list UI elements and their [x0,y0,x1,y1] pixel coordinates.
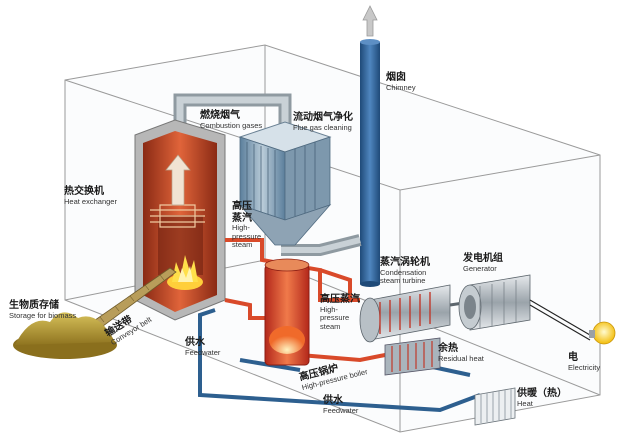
label-heat-exchanger: 热交换机 Heat exchanger [64,186,117,206]
hp-steam-1-en3: steam [232,240,253,250]
chimney-zh: 烟囱 [386,72,406,83]
chimney-en: Chimney [386,82,416,92]
electricity-en: Electricity [568,362,601,372]
combustion-gases-zh: 燃烧烟气 [200,110,240,121]
hp-steam-1-zh1: 高压 [232,201,252,212]
feedwater-1-zh: 供水 [185,337,205,348]
steam-turbine-zh: 蒸汽涡轮机 [380,257,430,268]
flue-gas-filter [238,121,332,246]
hp-steam-1-zh2: 蒸汽 [232,212,252,224]
heat-zh: 供暖（热） [517,388,567,399]
label-flue-gas-cleaning: 流动烟气净化 Flue gas cleaning [293,112,353,132]
flue-gas-cleaning-zh: 流动烟气净化 [293,112,353,123]
biomass-pile [13,312,117,359]
label-electricity: 电 Electricity [568,352,600,372]
power-cables [529,299,591,341]
label-high-pressure-steam-1: 高压 蒸汽 High- pressure steam [232,201,261,250]
feedwater-1-en: Feedwater [185,347,221,357]
hp-steam-2-zh: 高压蒸汽 [320,294,360,305]
label-high-pressure-steam-2: 高压蒸汽 High- pressure steam [320,294,360,331]
steam-turbine-en2: steam turbine [380,276,426,286]
generator-en: Generator [463,263,497,273]
fire [167,255,203,290]
hp-steam-2-en3: steam [320,321,341,331]
hp-steam-1-en1: High- [232,223,250,232]
steam-turbine-en1: Condensation [380,267,427,277]
label-steam-turbine: 蒸汽涡轮机 Condensation steam turbine [380,257,430,286]
combustion-gases-en: Combustion gases [200,120,263,130]
heat-exchanger-en: Heat exchanger [64,196,117,206]
label-combustion-gases: 燃烧烟气 Combustion gases [200,110,262,130]
electricity-zh: 电 [568,352,578,363]
label-residual-heat: 余热 Residual heat [438,343,484,363]
label-generator: 发电机组 Generator [463,253,503,273]
generator [458,274,531,331]
hp-steam-2-en2: pressure [320,313,350,323]
feedwater-2-en: Feedwater [323,405,359,415]
biomass-storage-zh: 生物质存储 [9,300,59,311]
residual-heat-exchanger [384,337,441,376]
label-feedwater-1: 供水 Feedwater [185,337,220,357]
high-pressure-boiler [264,258,310,366]
biomass-storage-en: Storage for biomass [9,310,77,320]
hp-steam-1-en2: pressure [232,231,262,241]
label-feedwater-2: 供水 Feedwater [323,395,358,415]
heat-en: Heat [517,398,533,408]
residual-heat-en: Residual heat [438,353,484,363]
hp-steam-2-en1: High- [320,304,338,314]
residual-heat-zh: 余热 [438,343,458,354]
chimney [360,5,380,287]
generator-zh: 发电机组 [463,253,503,264]
label-biomass-storage: 生物质存储 Storage for biomass [9,300,76,320]
flue-gas-cleaning-en: Flue gas cleaning [293,122,352,132]
heat-radiator [474,387,516,426]
light-bulb-icon [589,321,616,345]
heat-exchanger-zh: 热交换机 [64,186,104,197]
flue-duct [173,93,362,256]
label-heat: 供暖（热） Heat [517,388,567,408]
steam-turbine [359,284,471,343]
label-chimney: 烟囱 Chimney [386,72,416,92]
feedwater-2-zh: 供水 [323,395,343,406]
